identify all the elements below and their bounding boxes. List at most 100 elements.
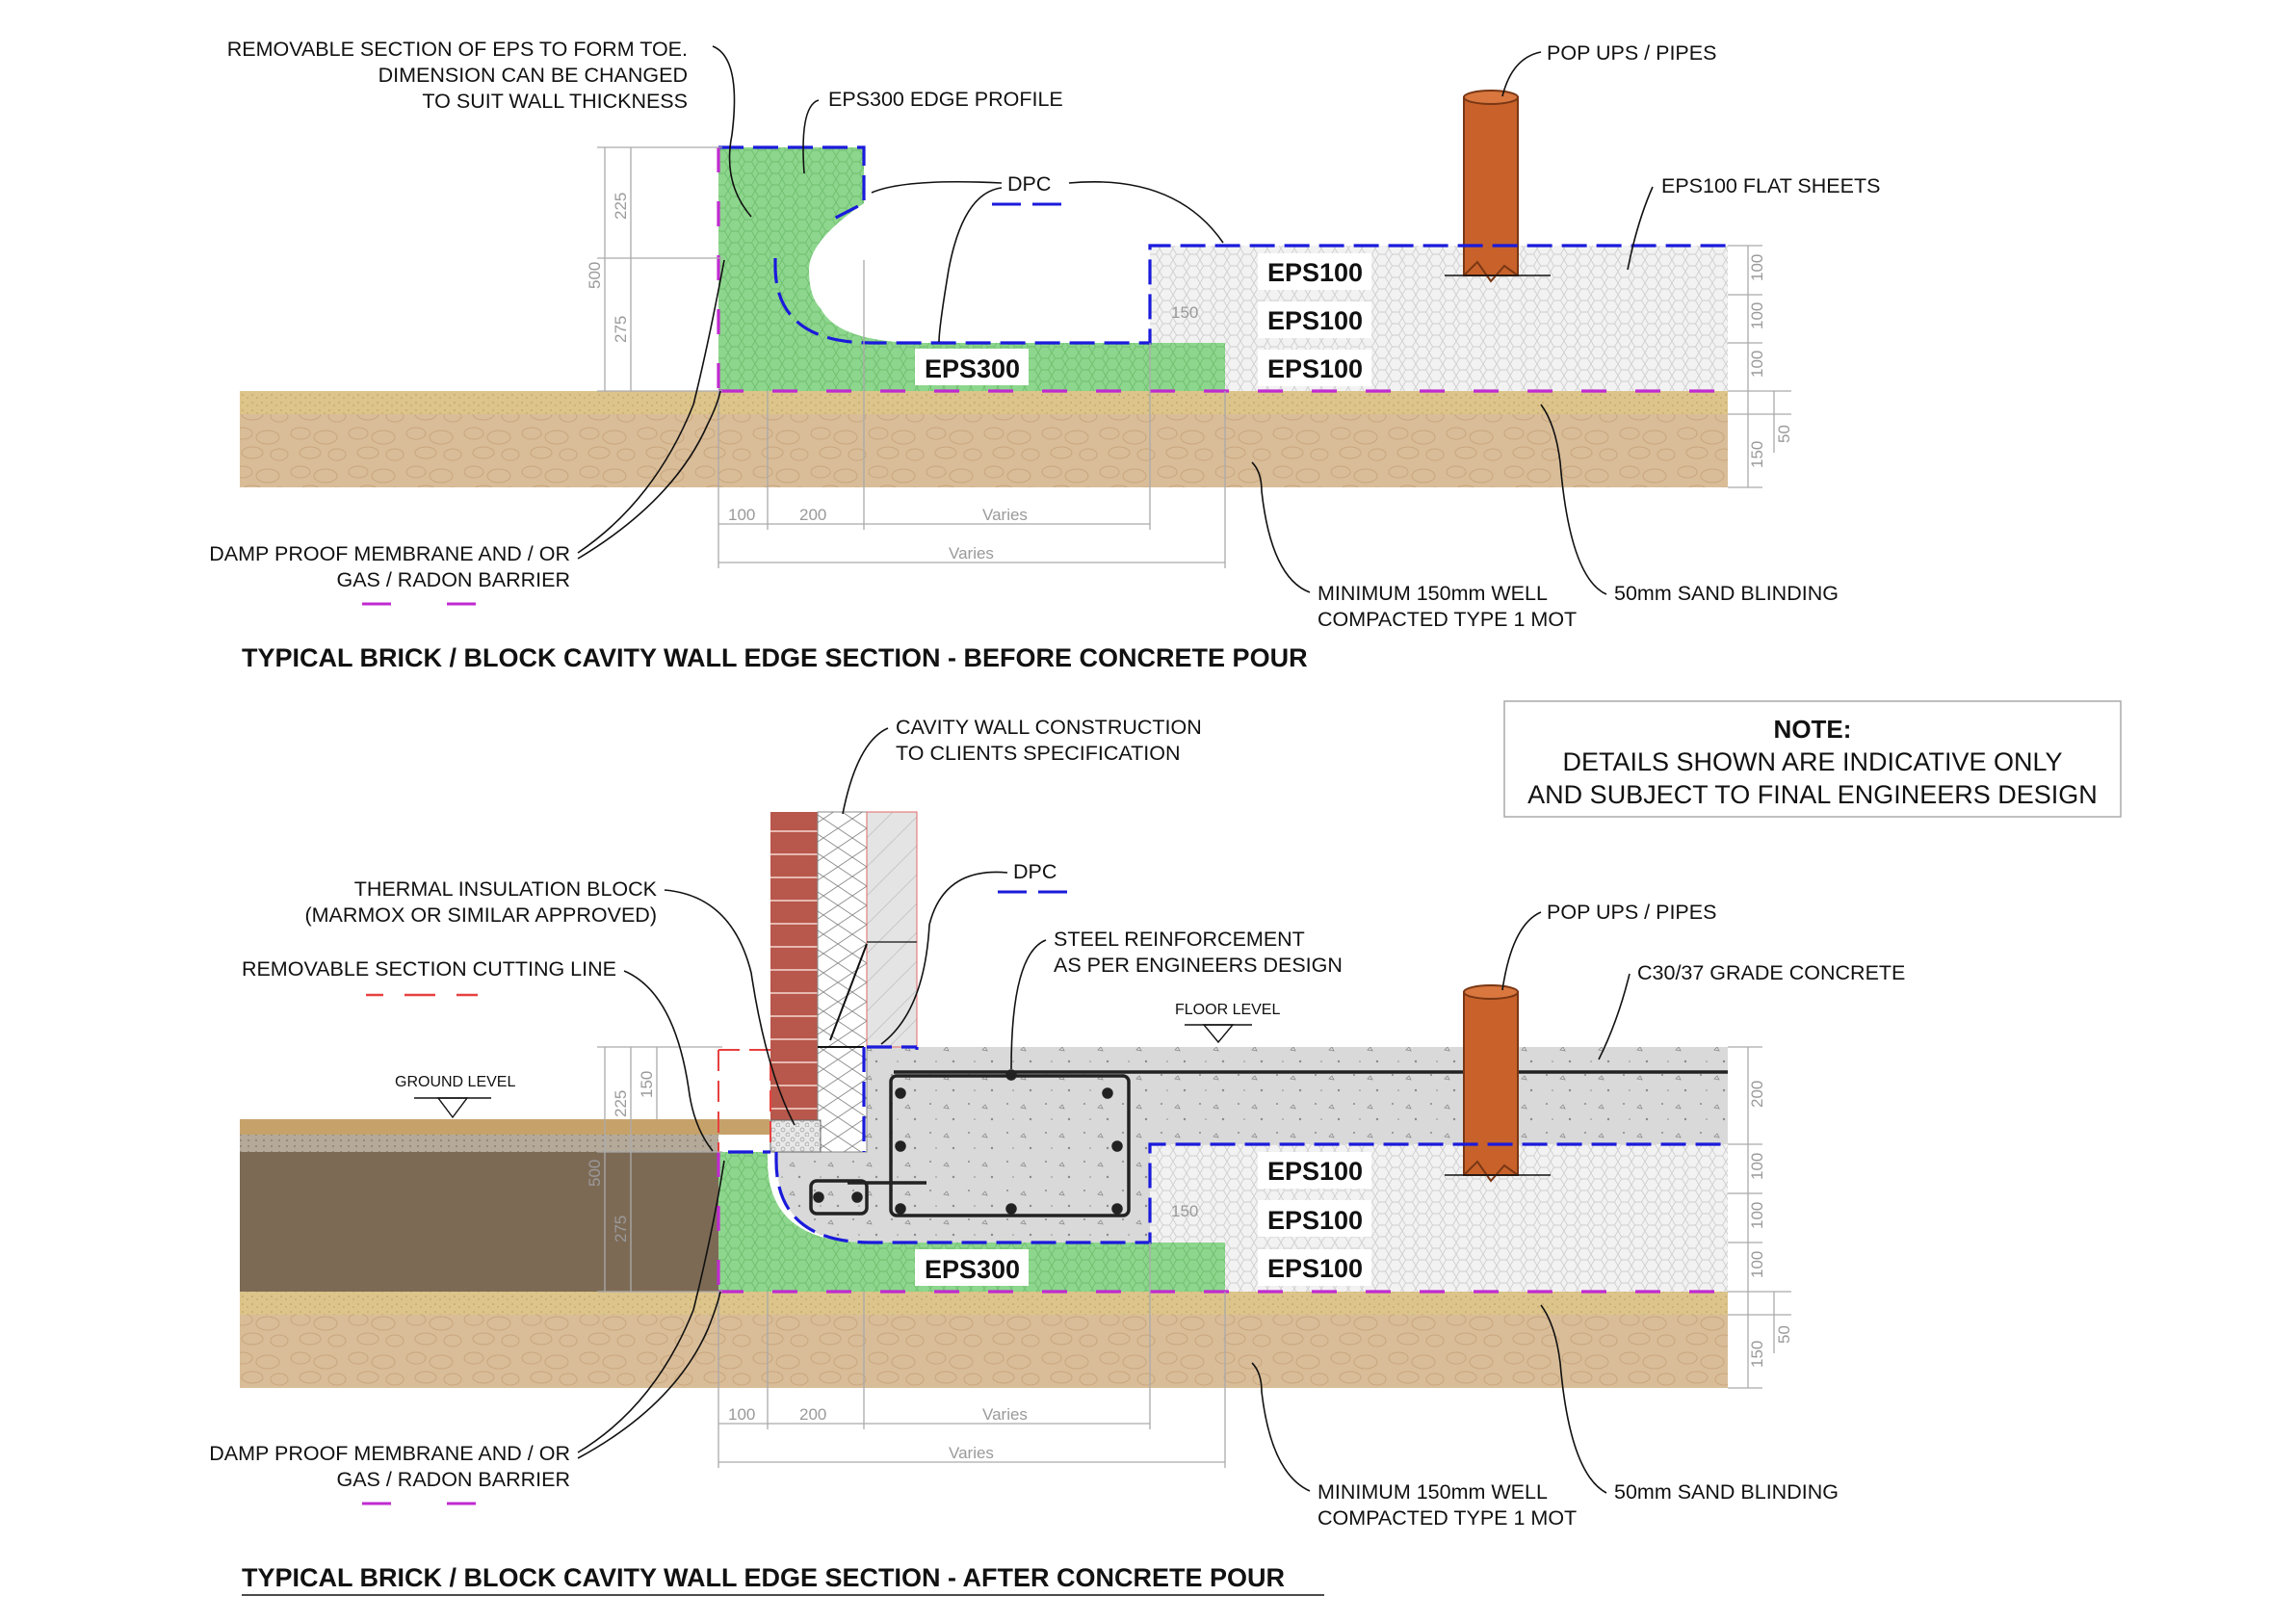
top-removable-eps-line-1: REMOVABLE SECTION OF EPS TO FORM TOE.	[227, 38, 688, 61]
svg-text:225: 225	[612, 1090, 630, 1117]
svg-text:50: 50	[1775, 1325, 1793, 1344]
bottom-brick-outer-leaf	[770, 812, 818, 1120]
svg-text:100: 100	[728, 1405, 755, 1424]
svg-text:100: 100	[1748, 1251, 1766, 1278]
top-mot-label-1: MINIMUM 150mm WELL	[1318, 582, 1548, 605]
bottom-eps300-label: EPS300	[925, 1255, 1020, 1284]
top-sand-label: 50mm SAND BLINDING	[1614, 582, 1839, 605]
note-box: NOTE: DETAILS SHOWN ARE INDICATIVE ONLY …	[1503, 700, 2122, 818]
top-mot-layer	[240, 414, 1728, 487]
top-left-dimensions: 500 225 275	[586, 146, 722, 392]
bottom-eps100-label-3: EPS100	[1267, 1254, 1363, 1283]
note-heading: NOTE:	[1774, 715, 1852, 744]
bottom-steel-label-1: STEEL REINFORCEMENT	[1054, 928, 1305, 951]
bottom-mot-layer	[240, 1315, 1728, 1388]
top-edge-profile-label: EPS300 EDGE PROFILE	[828, 88, 1063, 111]
bottom-cutting-line-label: REMOVABLE SECTION CUTTING LINE	[242, 957, 616, 981]
top-eps300-profile	[718, 147, 1225, 391]
svg-text:100: 100	[728, 506, 755, 524]
svg-text:Varies: Varies	[982, 506, 1028, 524]
svg-text:Varies: Varies	[949, 1444, 994, 1462]
bottom-block-inner-leaf	[866, 811, 918, 1048]
bottom-dpc-label: DPC	[1013, 860, 1057, 883]
top-removable-eps-line-3: TO SUIT WALL THICKNESS	[422, 90, 688, 113]
bottom-dpm-label-1: DAMP PROOF MEMBRANE AND / OR	[209, 1442, 570, 1465]
bottom-dpm-label-2: GAS / RADON BARRIER	[336, 1468, 570, 1491]
top-right-dimensions: 100 100 100 50 150 150	[1171, 245, 1793, 488]
svg-text:200: 200	[799, 506, 826, 524]
bottom-external-topsoil	[240, 1119, 770, 1135]
bottom-mot-label-2: COMPACTED TYPE 1 MOT	[1318, 1506, 1577, 1530]
bottom-steel-label-2: AS PER ENGINEERS DESIGN	[1054, 954, 1343, 977]
top-sand-layer	[240, 391, 1728, 414]
bottom-thermal-block	[770, 1119, 822, 1153]
bottom-removable-cutting-line	[718, 1049, 771, 1152]
top-eps100-layer-1	[1150, 246, 1728, 295]
bottom-steel-reinforcement	[809, 1069, 1728, 1217]
bottom-concrete-label: C30/37 GRADE CONCRETE	[1637, 961, 1905, 984]
svg-text:50: 50	[1775, 425, 1793, 443]
bottom-bottom-dimensions: 100 200 Varies Varies	[718, 1243, 1226, 1468]
svg-text:150: 150	[1748, 1341, 1766, 1368]
top-pop-ups-label: POP UPS / PIPES	[1547, 41, 1716, 65]
bottom-section-title: TYPICAL BRICK / BLOCK CAVITY WALL EDGE S…	[242, 1563, 1285, 1592]
floor-level-label: FLOOR LEVEL	[1175, 1002, 1280, 1018]
bottom-cavity-insulation	[817, 811, 868, 1153]
bottom-external-soil	[240, 1152, 718, 1292]
bottom-section: FLOOR LEVEL GROUND LEVEL EPS300 EPS100 E…	[209, 716, 1905, 1596]
bottom-thermal-block-label-2: (MARMOX OR SIMILAR APPROVED)	[304, 903, 657, 927]
bottom-cavity-wall-label-2: TO CLIENTS SPECIFICATION	[896, 742, 1180, 765]
bottom-sand-label: 50mm SAND BLINDING	[1614, 1480, 1839, 1504]
top-dpm-label-1: DAMP PROOF MEMBRANE AND / OR	[209, 542, 570, 565]
svg-text:275: 275	[612, 1216, 630, 1243]
top-section: EPS300 EPS100 EPS100 EPS100 500 225 275	[209, 38, 1880, 672]
top-dpm-label-2: GAS / RADON BARRIER	[336, 568, 570, 591]
top-bottom-dimensions: 100 200 Varies Varies	[718, 260, 1226, 568]
top-dpc-line	[718, 145, 1728, 345]
svg-text:Varies: Varies	[982, 1405, 1028, 1424]
top-removable-eps-line-2: DIMENSION CAN BE CHANGED	[378, 64, 688, 87]
svg-text:100: 100	[1748, 351, 1766, 378]
top-dpc-label: DPC	[1007, 172, 1051, 196]
svg-text:500: 500	[586, 262, 604, 289]
top-eps100-layer-2	[1150, 295, 1728, 343]
bottom-sand-layer	[240, 1292, 1728, 1315]
svg-text:100: 100	[1748, 1153, 1766, 1180]
bottom-eps100-label-1: EPS100	[1267, 1157, 1363, 1186]
bottom-cavity-wall-label-1: CAVITY WALL CONSTRUCTION	[896, 716, 1202, 739]
top-mot-label-2: COMPACTED TYPE 1 MOT	[1318, 608, 1577, 631]
bottom-left-dimensions: 500 225 275 150	[586, 1046, 722, 1293]
svg-text:500: 500	[586, 1160, 604, 1187]
ground-level-label: GROUND LEVEL	[395, 1074, 515, 1090]
bottom-right-dimensions: 200 100 100 100 50 150 150	[1171, 1046, 1793, 1389]
bottom-eps100-layer-2	[1150, 1193, 1728, 1243]
svg-text:Varies: Varies	[949, 544, 994, 562]
bottom-external-gravel	[240, 1135, 718, 1152]
top-eps100-flat-label: EPS100 FLAT SHEETS	[1661, 174, 1880, 197]
svg-text:275: 275	[612, 316, 630, 343]
bottom-eps100-label-2: EPS100	[1267, 1206, 1363, 1235]
svg-text:150: 150	[638, 1071, 656, 1098]
svg-text:100: 100	[1748, 254, 1766, 281]
svg-text:150: 150	[1748, 441, 1766, 468]
svg-text:150: 150	[1171, 303, 1198, 322]
bottom-mot-label-1: MINIMUM 150mm WELL	[1318, 1480, 1548, 1504]
note-line-2: AND SUBJECT TO FINAL ENGINEERS DESIGN	[1527, 780, 2098, 809]
bottom-eps300-profile	[718, 1152, 1225, 1292]
note-line-1: DETAILS SHOWN ARE INDICATIVE ONLY	[1562, 747, 2062, 776]
bottom-thermal-block-label-1: THERMAL INSULATION BLOCK	[354, 877, 658, 901]
top-eps300-label: EPS300	[925, 354, 1020, 383]
svg-text:150: 150	[1171, 1202, 1198, 1220]
top-eps100-label-1: EPS100	[1267, 258, 1363, 287]
top-section-title: TYPICAL BRICK / BLOCK CAVITY WALL EDGE S…	[242, 643, 1308, 672]
bottom-pop-ups-label: POP UPS / PIPES	[1547, 901, 1716, 924]
svg-text:100: 100	[1748, 302, 1766, 329]
svg-text:100: 100	[1748, 1202, 1766, 1229]
bottom-eps100-layer-1	[1150, 1144, 1728, 1193]
svg-text:200: 200	[799, 1405, 826, 1424]
top-eps100-label-3: EPS100	[1267, 354, 1363, 383]
top-eps100-label-2: EPS100	[1267, 306, 1363, 335]
bottom-dpc-line	[774, 1045, 1728, 1244]
svg-text:225: 225	[612, 193, 630, 220]
